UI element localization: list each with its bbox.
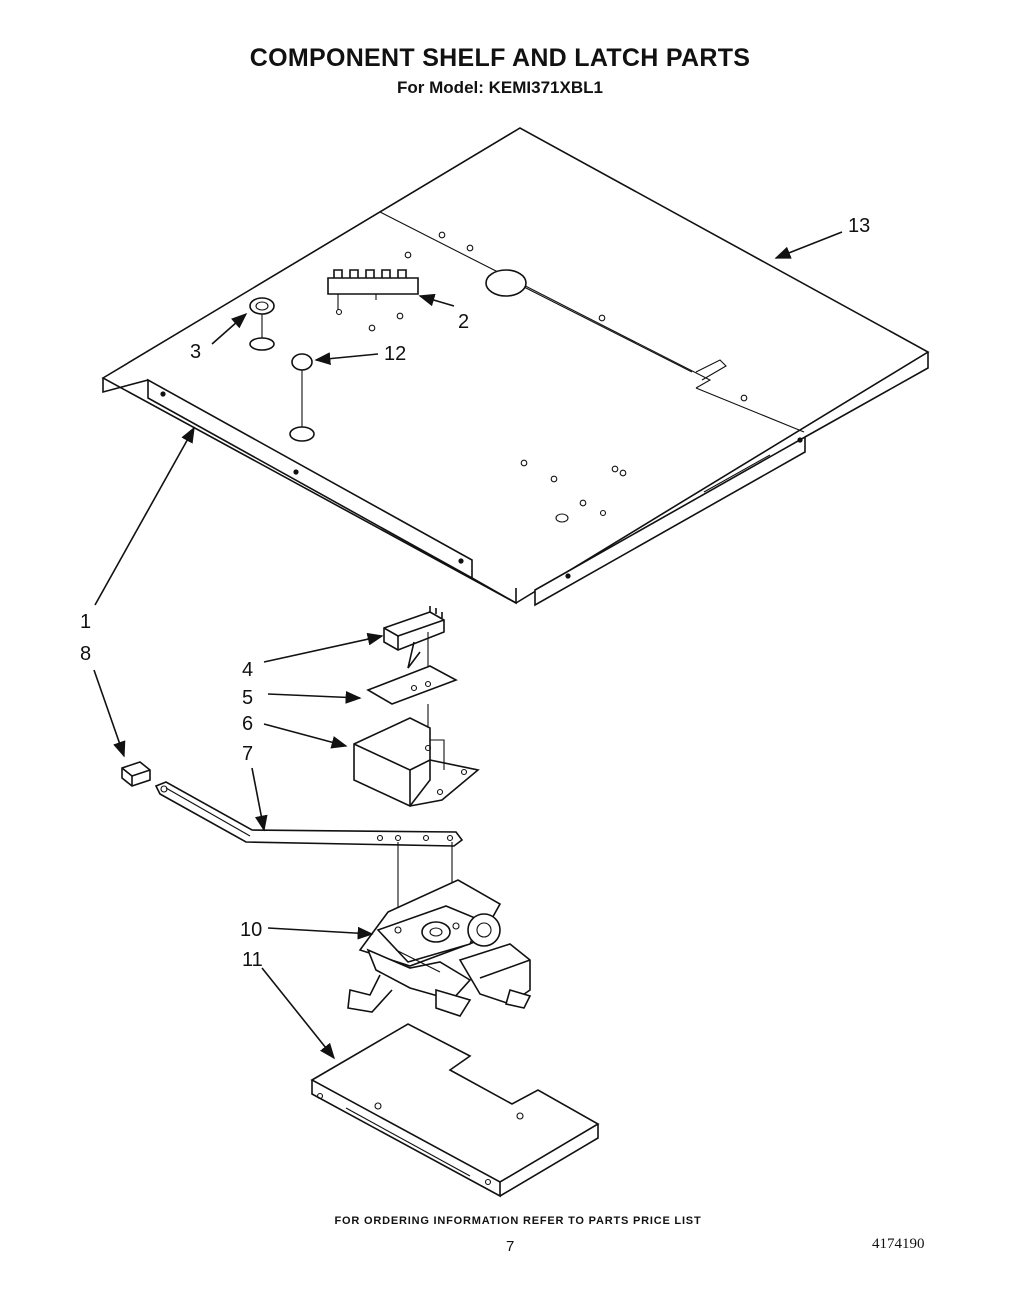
- latch-assembly: [347, 879, 532, 1017]
- model-subtitle: For Model: KEMI371XBL1: [397, 78, 603, 97]
- cover-plate: [310, 1023, 600, 1198]
- terminal-block: [327, 269, 419, 310]
- callout-4: 4: [242, 659, 253, 681]
- callout-10: 10: [240, 919, 262, 941]
- page-title: COMPONENT SHELF AND LATCH PARTS: [249, 44, 751, 72]
- callout-3: 3: [190, 341, 201, 363]
- callout-6: 6: [242, 713, 253, 735]
- callout-leaders: [93, 231, 843, 1060]
- switch-bracket: [353, 717, 480, 807]
- grommet: [249, 297, 275, 351]
- page-number: 7: [506, 1238, 515, 1255]
- callout-2: 2: [458, 311, 469, 333]
- callout-7: 7: [242, 743, 253, 765]
- document-number: 4174190: [872, 1236, 925, 1252]
- callout-11: 11: [242, 949, 263, 971]
- callout-1: 1: [80, 611, 91, 633]
- callout-8: 8: [80, 643, 91, 665]
- plug-button: [289, 353, 315, 442]
- component-shelf: [101, 127, 930, 607]
- ordering-note: FOR ORDERING INFORMATION REFER TO PARTS …: [334, 1215, 702, 1227]
- callout-12: 12: [384, 343, 406, 365]
- stop-block: [121, 761, 151, 787]
- latch-arm: [154, 781, 464, 928]
- callout-13: 13: [848, 215, 870, 237]
- callout-5: 5: [242, 687, 253, 709]
